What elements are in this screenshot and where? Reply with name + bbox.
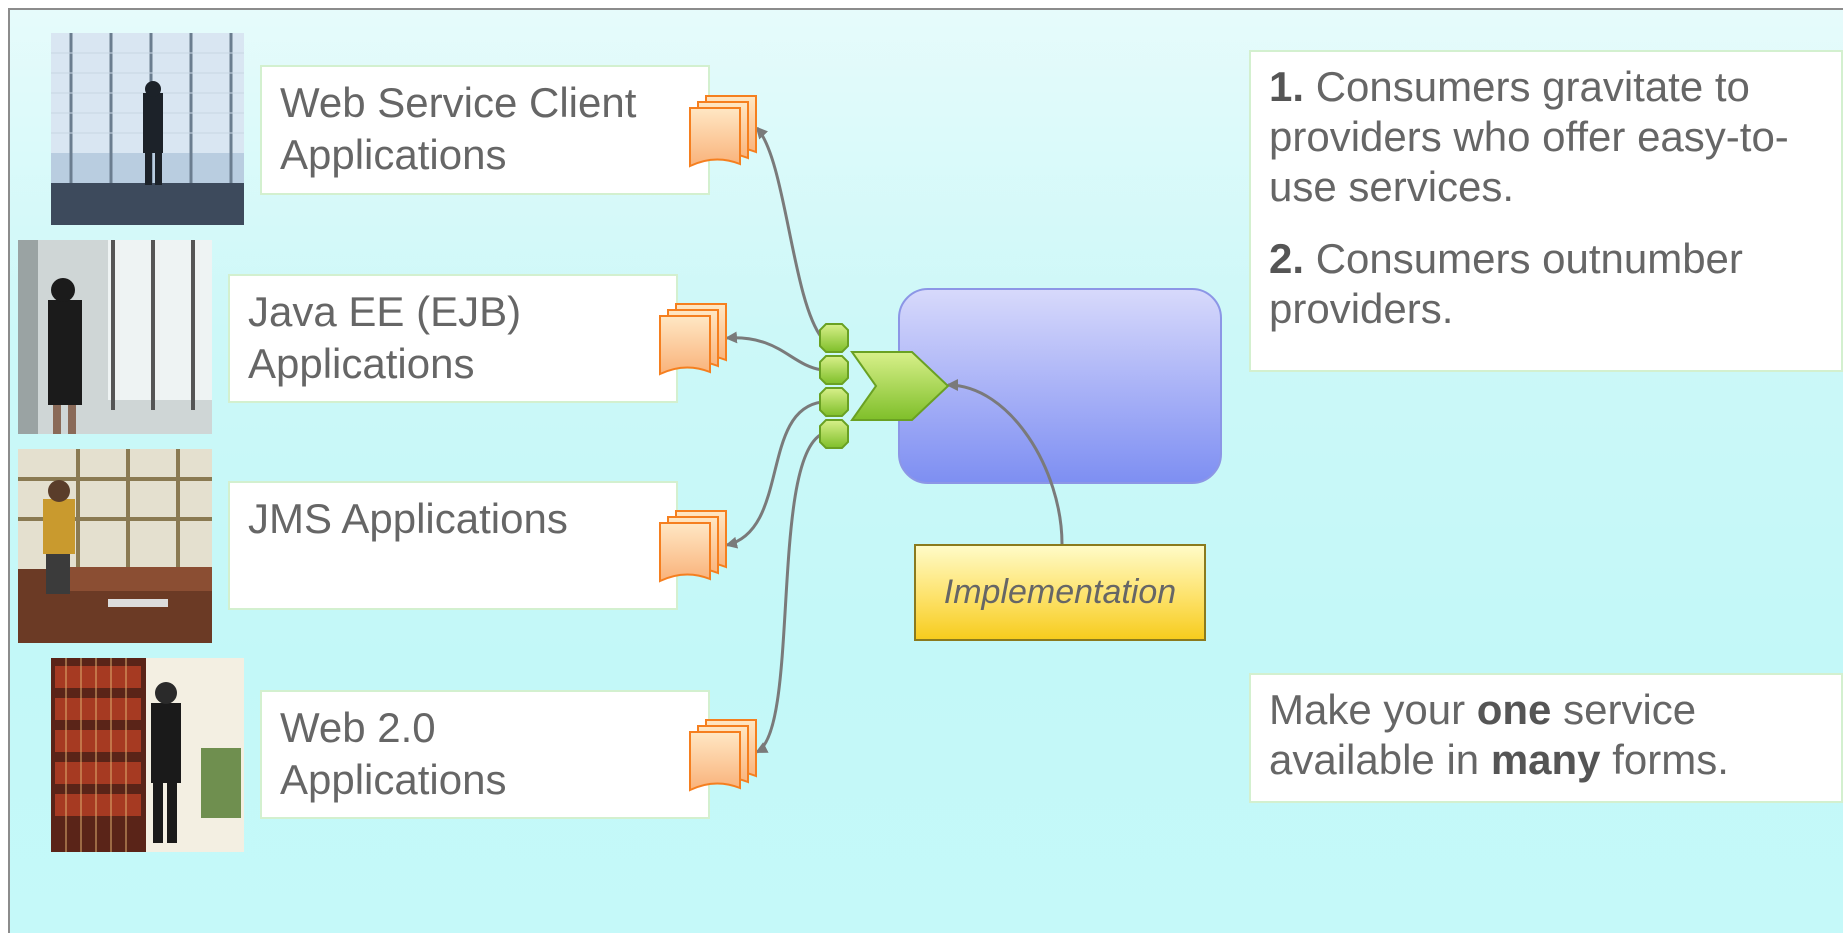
- tagline-pre: Make your: [1269, 686, 1466, 733]
- woman-at-window-photo: [18, 240, 212, 434]
- tagline-mid: service available in: [1269, 686, 1697, 783]
- principle-2-number: 2.: [1269, 235, 1305, 282]
- tagline-bold-many: many: [1490, 736, 1601, 783]
- person-at-window-photo: [51, 33, 244, 225]
- client-label-web-2: Web 2.0 Applications: [260, 690, 710, 819]
- implementation-label: Implementation: [943, 573, 1177, 611]
- implementation-note: Implementation: [914, 544, 1206, 641]
- client-label-jms: JMS Applications: [228, 481, 678, 610]
- man-in-library-photo: [51, 658, 244, 852]
- service-box: [898, 288, 1222, 484]
- client-label-line: Applications: [280, 131, 507, 178]
- principle-2-text: Consumers outnumber providers.: [1269, 235, 1743, 332]
- client-label-java-ee: Java EE (EJB) Applications: [228, 274, 678, 403]
- client-label-line: Applications: [280, 756, 507, 803]
- client-label-line: Java EE (EJB): [248, 288, 522, 335]
- client-label-line: Web Service Client: [280, 79, 637, 126]
- principle-1-number: 1.: [1269, 63, 1305, 110]
- tagline-bold-one: one: [1476, 686, 1552, 733]
- client-label-line: JMS Applications: [248, 495, 568, 542]
- tagline-post: forms.: [1612, 736, 1729, 783]
- principles-note: 1. Consumers gravitate to providers who …: [1249, 50, 1843, 372]
- client-label-line: Applications: [248, 340, 475, 387]
- principle-1-text: Consumers gravitate to providers who off…: [1269, 63, 1789, 210]
- principle-1: 1. Consumers gravitate to providers who …: [1269, 62, 1831, 212]
- client-label-web-service: Web Service Client Applications: [260, 65, 710, 195]
- principle-2: 2. Consumers outnumber providers.: [1269, 234, 1831, 334]
- client-label-line: Web 2.0: [280, 704, 436, 751]
- man-in-office-photo: [18, 449, 212, 643]
- tagline-note: Make your one service available in many …: [1249, 673, 1843, 803]
